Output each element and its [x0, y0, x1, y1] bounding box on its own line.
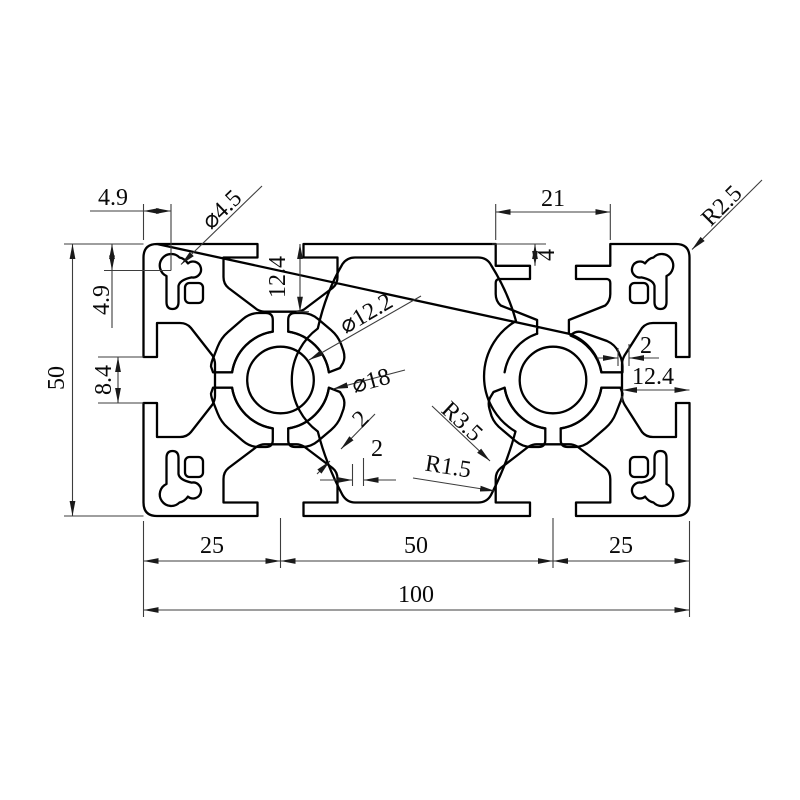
leader-line	[316, 460, 331, 475]
dim-fillet-small: R1.5	[423, 451, 473, 484]
boss-right-petal-sw	[487, 386, 547, 449]
central-cavity	[290, 256, 518, 504]
center-bore-left	[246, 345, 315, 415]
leader-line	[431, 405, 491, 462]
dim-bore-dia: ⌀12.2	[336, 289, 398, 340]
dim-wall-bottom: 2	[371, 436, 383, 462]
leader-line	[412, 477, 496, 492]
dim-width-total: 100	[398, 582, 434, 608]
leader-line	[308, 295, 422, 361]
boss-left-petal-sw	[209, 386, 274, 449]
dim-slot-cavity-depth: 12.4	[265, 256, 291, 298]
dim-corner-hole-dia: ⌀4.5	[197, 185, 247, 235]
keyhole-top-left	[158, 252, 205, 311]
boss-left-petal-se	[287, 386, 346, 449]
outer-boundary	[142, 242, 691, 518]
dim-wall-side: 2	[640, 333, 652, 359]
keyhole-bottom-left	[158, 449, 205, 508]
dim-width-left: 25	[200, 533, 224, 559]
dim-boss-dia: ⌀18	[349, 364, 393, 399]
boss-left-petal-ne	[287, 311, 346, 374]
leader-line	[340, 413, 376, 450]
boss-left-petal-nw	[209, 311, 274, 374]
leader-line	[180, 185, 263, 265]
dim-corner-offset-v: 4.9	[89, 285, 115, 315]
keyhole-top-right	[628, 252, 675, 311]
dim-corner-offset-h: 4.9	[98, 185, 128, 211]
dim-groove-depth: 4	[534, 249, 560, 261]
center-bore-right	[518, 345, 588, 415]
profile-outline	[142, 242, 691, 518]
dim-fillet-large: R3.5	[436, 397, 487, 447]
boss-right-petal-ne	[569, 330, 624, 374]
dim-width-center: 50	[404, 533, 428, 559]
boss-right-petal-se	[559, 386, 624, 449]
dimension-lines	[64, 179, 763, 617]
keyhole-bottom-right	[628, 449, 675, 508]
dim-side-slot-opening: 8.4	[91, 365, 117, 395]
dim-groove-width: 21	[541, 186, 565, 212]
dim-width-right: 25	[609, 533, 633, 559]
leader-line	[332, 369, 406, 390]
dim-height-total: 50	[44, 366, 70, 390]
dim-side-cavity-depth: 12.4	[632, 364, 674, 390]
dim-corner-radius: R2.5	[697, 181, 748, 232]
leader-line	[691, 179, 763, 250]
